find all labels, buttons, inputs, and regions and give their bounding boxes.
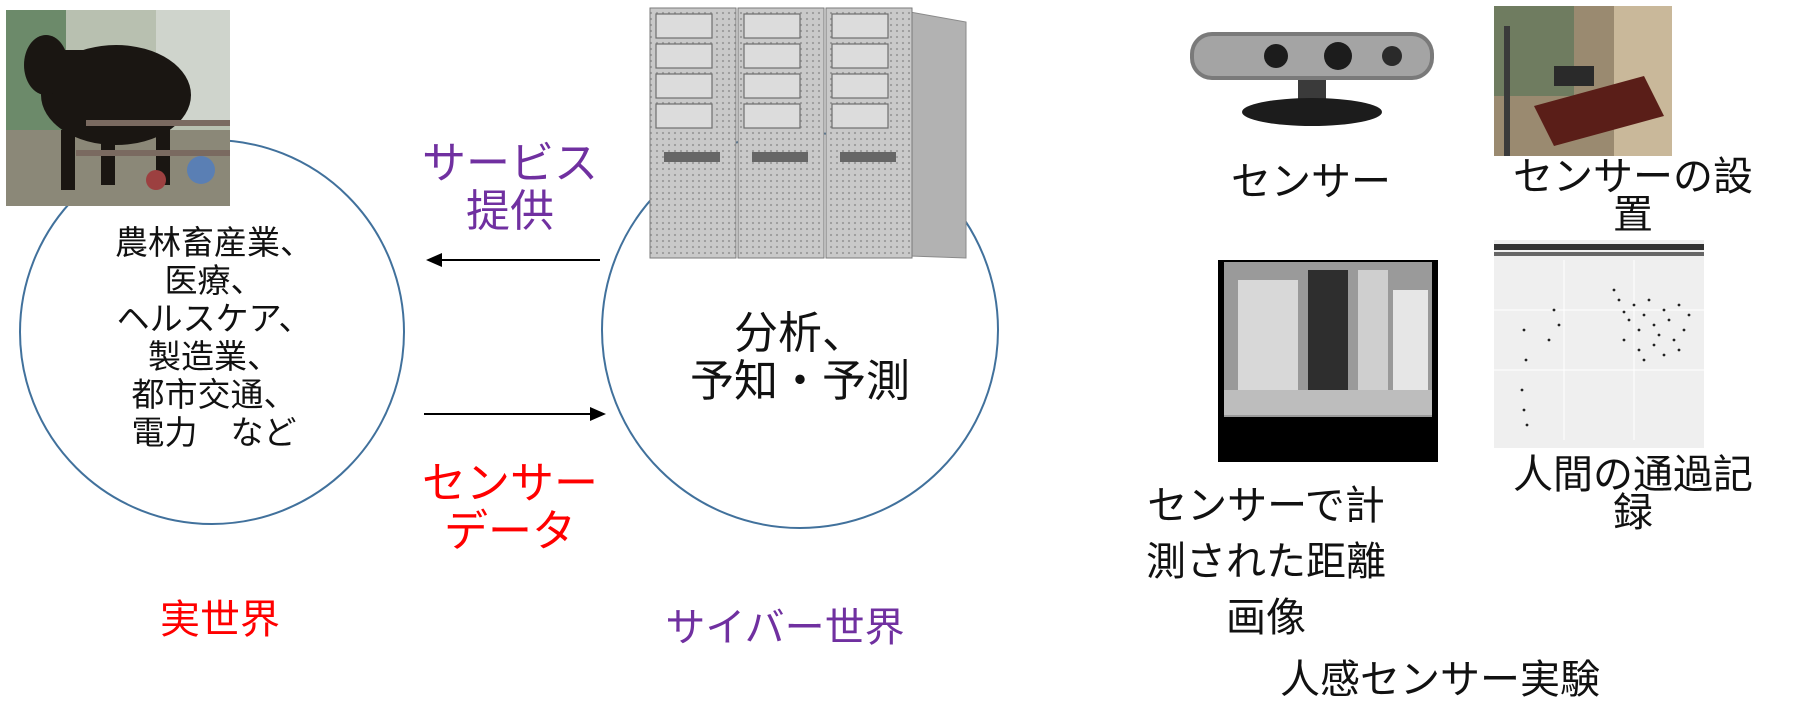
analysis-prediction-text: 分析、 予知・予測 — [690, 308, 910, 407]
depth-image — [1218, 260, 1438, 462]
experiment-title: 人感センサー実験 — [1280, 657, 1600, 703]
cow-photo — [6, 10, 230, 206]
sensor-install-photo — [1494, 6, 1672, 156]
passage-record-plot — [1494, 240, 1704, 448]
cyber-world-label: サイバー世界 — [665, 605, 905, 651]
real-world-industries: 農林畜産業、 医療、 ヘルスケア、 製造業、 都市交通、 電力 など — [115, 223, 313, 452]
service-provision-label: サービス 提供 — [422, 138, 598, 237]
sensor-caption: センサー — [1231, 159, 1391, 205]
sensor-data-arrow — [424, 407, 606, 421]
passage-record-caption: 人間の通過記 録 — [1513, 452, 1753, 536]
real-world-label: 実世界 — [160, 597, 280, 643]
server-rack-image — [648, 4, 968, 262]
sensor-data-label: センサー データ — [422, 458, 598, 557]
service-arrow — [426, 253, 600, 267]
sensor-device-image — [1186, 24, 1438, 128]
sensor-install-caption: センサーの設 置 — [1513, 154, 1753, 238]
depth-image-caption: センサーで計 測された距離 画像 — [1146, 483, 1386, 641]
